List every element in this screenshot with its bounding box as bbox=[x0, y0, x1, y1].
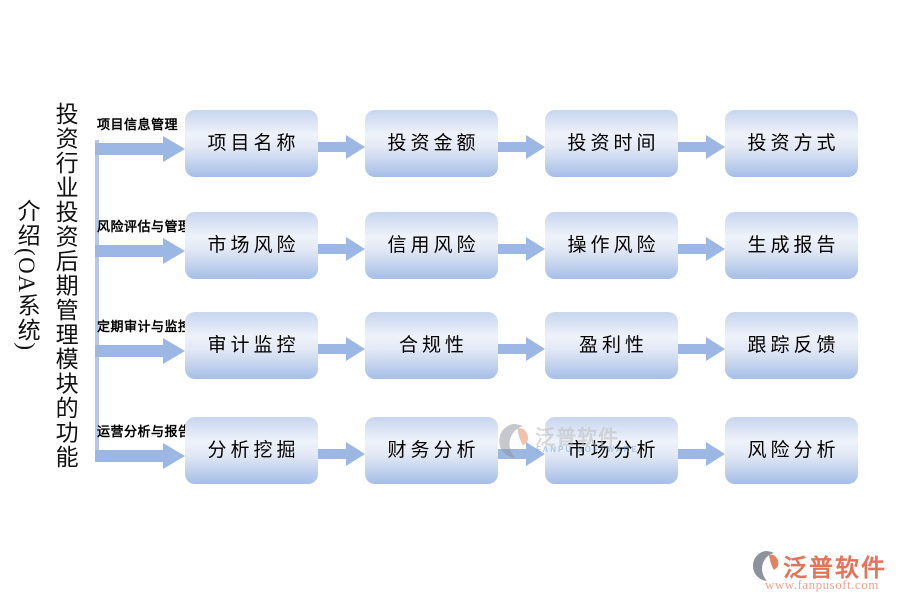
flow-arrow-icon bbox=[498, 417, 545, 484]
flow-node: 生成报告 bbox=[725, 212, 858, 279]
trunk-line bbox=[95, 140, 99, 456]
page-title-sub: 介绍(OA系统) bbox=[14, 199, 40, 352]
row-label: 定期审计与监控 bbox=[97, 319, 192, 334]
row-label: 风险评估与管理 bbox=[97, 219, 192, 234]
flow-row-project-info: 项目信息管理 项目名称 投资金额 投资时间 投资方式 bbox=[0, 110, 900, 177]
branch-arrow-icon bbox=[95, 443, 185, 469]
flow-node: 项目名称 bbox=[185, 110, 318, 177]
flow-node: 投资方式 bbox=[725, 110, 858, 177]
flow-node: 市场分析 bbox=[545, 417, 678, 484]
flow-node: 审计监控 bbox=[185, 312, 318, 379]
flow-node: 信用风险 bbox=[365, 212, 498, 279]
flow-arrow-icon bbox=[318, 110, 365, 177]
branch-arrow-icon bbox=[95, 238, 185, 264]
flow-row-risk-management: 风险评估与管理 市场风险 信用风险 操作风险 生成报告 bbox=[0, 212, 900, 279]
flow-arrow-icon bbox=[318, 212, 365, 279]
fanpu-footer-logo: 泛普软件 www.fanpusoft.com bbox=[753, 548, 899, 596]
flow-arrow-icon bbox=[498, 212, 545, 279]
flow-node: 风险分析 bbox=[725, 417, 858, 484]
row-nodes: 项目名称 投资金额 投资时间 投资方式 bbox=[185, 110, 858, 177]
footer-brand-text: 泛普软件 bbox=[783, 556, 887, 582]
footer-url-text: www.fanpusoft.com bbox=[765, 577, 879, 592]
flow-arrow-icon bbox=[498, 110, 545, 177]
fanpu-logo-icon bbox=[753, 551, 779, 581]
flow-arrow-icon bbox=[678, 312, 725, 379]
branch-arrow-icon bbox=[95, 136, 185, 162]
row-nodes: 市场风险 信用风险 操作风险 生成报告 bbox=[185, 212, 858, 279]
flow-arrow-icon bbox=[318, 312, 365, 379]
flow-node: 投资金额 bbox=[365, 110, 498, 177]
flow-node: 投资时间 bbox=[545, 110, 678, 177]
flow-arrow-icon bbox=[678, 212, 725, 279]
page-title-main: 投资行业投资后期管理模块的功能 bbox=[52, 102, 78, 470]
flow-node: 合规性 bbox=[365, 312, 498, 379]
flow-arrow-icon bbox=[678, 417, 725, 484]
flow-node: 财务分析 bbox=[365, 417, 498, 484]
flow-node: 市场风险 bbox=[185, 212, 318, 279]
flow-node: 盈利性 bbox=[545, 312, 678, 379]
flow-arrow-icon bbox=[318, 417, 365, 484]
flow-row-operations-analysis: 运营分析与报告 分析挖掘 财务分析 市场分析 风险分析 bbox=[0, 417, 900, 484]
flow-arrow-icon bbox=[678, 110, 725, 177]
row-label: 项目信息管理 bbox=[97, 117, 179, 132]
flow-row-audit-monitoring: 定期审计与监控 审计监控 合规性 盈利性 跟踪反馈 bbox=[0, 312, 900, 379]
flow-arrow-icon bbox=[498, 312, 545, 379]
flow-node: 分析挖掘 bbox=[185, 417, 318, 484]
row-label: 运营分析与报告 bbox=[97, 424, 192, 439]
flow-node: 跟踪反馈 bbox=[725, 312, 858, 379]
flow-node: 操作风险 bbox=[545, 212, 678, 279]
row-nodes: 分析挖掘 财务分析 市场分析 风险分析 bbox=[185, 417, 858, 484]
branch-arrow-icon bbox=[95, 338, 185, 364]
row-nodes: 审计监控 合规性 盈利性 跟踪反馈 bbox=[185, 312, 858, 379]
